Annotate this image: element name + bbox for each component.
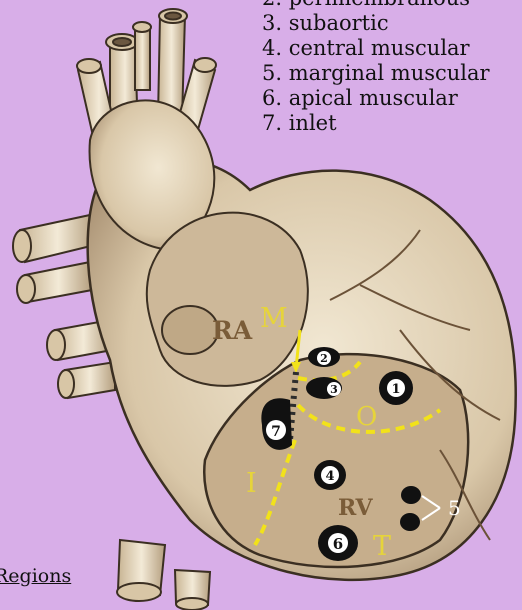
legend-item-3: 3. subaortic — [262, 11, 490, 36]
svg-text:2: 2 — [320, 352, 328, 365]
svg-text:5: 5 — [448, 496, 461, 520]
label-o: O — [356, 402, 377, 432]
legend-item-6: 6. apical muscular — [262, 86, 490, 111]
label-ra: RA — [212, 316, 253, 345]
legend-item-7: 7. inlet — [262, 111, 490, 136]
label-rv: RV — [338, 495, 373, 521]
label-t: T — [373, 531, 391, 562]
svg-text:3: 3 — [330, 383, 338, 396]
svg-text:6: 6 — [333, 535, 343, 553]
defect-2: 2 — [308, 347, 340, 367]
svg-text:1: 1 — [391, 382, 400, 397]
right-atrium-cavity — [147, 213, 308, 386]
label-m: M — [260, 303, 288, 334]
legend-item-2: 2. perimembranous — [262, 0, 490, 11]
defect-6: 6 — [318, 525, 358, 561]
fossa-ovalis — [162, 306, 218, 354]
svg-text:7: 7 — [271, 424, 281, 440]
legend-item-4: 4. central muscular — [262, 36, 490, 61]
defect-1: 1 — [379, 371, 413, 405]
svg-text:4: 4 — [325, 469, 334, 484]
defect-legend: 2. perimembranous 3. subaortic 4. centra… — [262, 0, 490, 136]
inferior-vena-cava — [117, 540, 210, 610]
legend-item-5: 5. marginal muscular — [262, 61, 490, 86]
label-i: I — [246, 468, 257, 499]
regions-caption: Regions — [0, 565, 71, 587]
defect-3: 3 — [306, 377, 342, 399]
defect-4: 4 — [314, 460, 346, 490]
